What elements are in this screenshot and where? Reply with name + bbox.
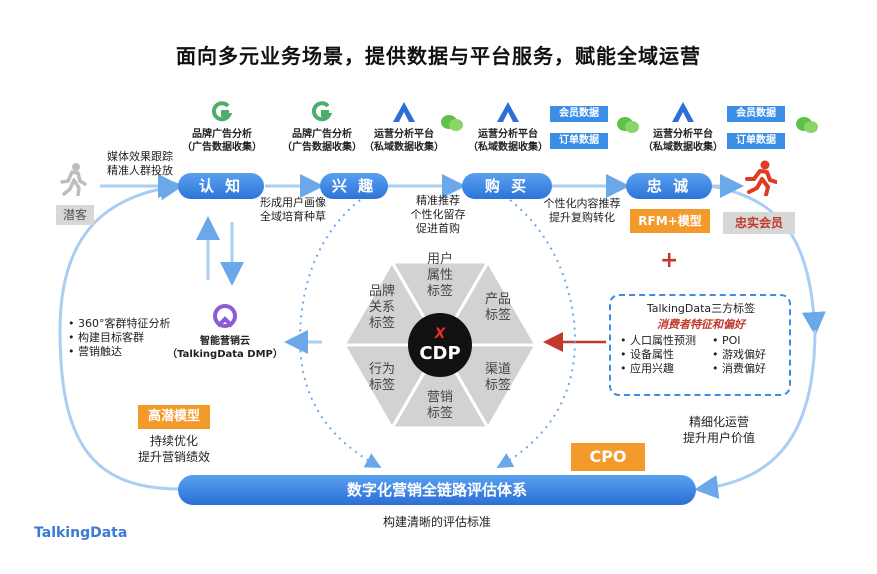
evaluation-note: 构建清晰的评估标准 xyxy=(382,515,491,529)
rfm-model-box: RFM+模型 xyxy=(630,209,710,233)
brand-g-icon xyxy=(311,101,333,122)
list-item: • 构建目标客群 xyxy=(68,331,144,344)
hex-user-attr: 用户 属性 标签 xyxy=(426,252,453,299)
high-potential-note: 持续优化 提升营销绩效 xyxy=(137,434,210,464)
wechat-icon xyxy=(796,117,818,133)
form-note: 形成用户画像 全域培育种草 xyxy=(260,196,326,223)
cdp-brand-mark: X xyxy=(434,326,447,342)
third-party-subtitle: 消费者特征和偏好 xyxy=(657,318,745,331)
ops-a-icon xyxy=(672,102,694,122)
list-item: • 营销触达 xyxy=(68,345,122,358)
stage-loyalty: 忠 诚 xyxy=(626,173,712,199)
stage-awareness: 认 知 xyxy=(178,173,264,199)
left-bullet-list: • 360°客群特征分析 • 构建目标客群 • 营销触达 xyxy=(68,317,171,359)
plus-sign: + xyxy=(660,248,679,273)
walking-person-icon xyxy=(60,163,87,196)
dmp-cloud-icon xyxy=(213,304,237,328)
platform-label-5: 运营分析平台 （私域数据收集） xyxy=(643,129,723,153)
hex-product: 产品 标签 xyxy=(484,292,511,323)
platform-label-2: 品牌广告分析 （广告数据收集） xyxy=(282,129,362,153)
page-title: 面向多元业务场景，提供数据与平台服务，赋能全域运营 xyxy=(176,44,701,68)
list-item: • 人口属性预测 xyxy=(620,334,696,347)
list-item: • POI xyxy=(712,334,741,347)
running-person-icon xyxy=(745,160,777,196)
hex-brand: 品牌 关系 标签 xyxy=(368,284,395,331)
fine-ops-note: 精细化运营 提升用户价值 xyxy=(682,415,755,445)
ops-a-icon xyxy=(497,102,519,122)
platform-label-3: 运营分析平台 （私域数据收集） xyxy=(364,129,444,153)
list-item: • 360°客群特征分析 xyxy=(68,317,171,330)
high-potential-model-box: 高潜模型 xyxy=(138,405,210,429)
evaluation-system-bar: 数字化营销全链路评估体系 xyxy=(178,475,696,505)
brand-g-icon xyxy=(211,101,233,122)
wechat-icon xyxy=(441,115,463,131)
member-data-box-2: 会员数据 xyxy=(727,106,785,122)
personal-note: 个性化内容推荐 提升复购转化 xyxy=(543,197,621,224)
hex-behavior: 行为 标签 xyxy=(368,362,395,393)
third-party-col2: • POI • 游戏偏好 • 消费偏好 xyxy=(712,334,766,376)
third-party-title: TalkingData三方标签 xyxy=(646,302,756,315)
precise-note: 精准推荐 个性化留存 促进首购 xyxy=(410,194,466,235)
platform-label-1: 品牌广告分析 （广告数据收集） xyxy=(182,129,262,153)
member-data-box: 会员数据 xyxy=(550,106,608,122)
list-item: • 消费偏好 xyxy=(712,362,766,375)
stage-interest: 兴 趣 xyxy=(320,173,388,199)
third-party-tags-box xyxy=(609,294,791,396)
talkingdata-logo: TalkingData xyxy=(34,525,128,541)
prospect-label: 潜客 xyxy=(56,205,94,225)
hex-channel: 渠道 标签 xyxy=(484,362,511,393)
cdp-label: CDP xyxy=(419,343,460,364)
list-item: • 应用兴趣 xyxy=(620,362,674,375)
list-item: • 设备属性 xyxy=(620,348,674,361)
loyal-member-label: 忠实会员 xyxy=(723,212,795,234)
order-data-box-2: 订单数据 xyxy=(727,133,785,149)
third-party-col1: • 人口属性预测 • 设备属性 • 应用兴趣 xyxy=(620,334,696,376)
platform-label-4: 运营分析平台 （私域数据收集） xyxy=(468,129,548,153)
cpo-box: CPO xyxy=(571,443,645,471)
stage-purchase: 购 买 xyxy=(462,173,552,199)
wechat-icon xyxy=(617,117,639,133)
cdp-hexagon: X CDP xyxy=(341,259,539,431)
ops-a-icon xyxy=(393,102,415,122)
dmp-label: 智能营销云 （TalkingData DMP） xyxy=(167,336,283,360)
list-item: • 游戏偏好 xyxy=(712,348,766,361)
order-data-box: 订单数据 xyxy=(550,133,608,149)
media-note: 媒体效果跟踪 精准人群投放 xyxy=(107,150,173,177)
hex-marketing: 营销 标签 xyxy=(426,390,453,421)
